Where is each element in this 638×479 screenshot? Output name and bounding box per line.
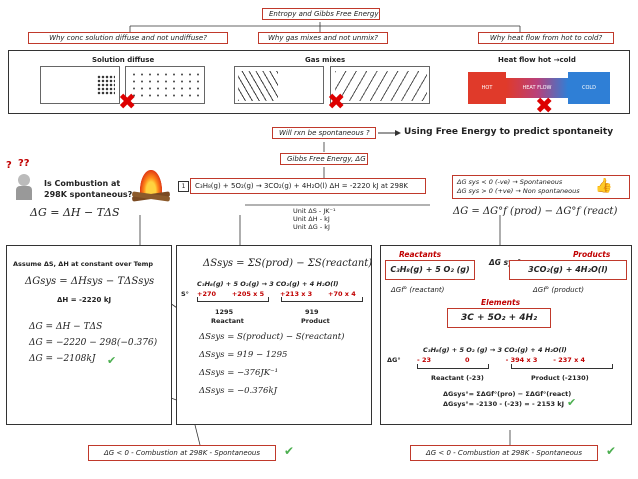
confused-person-icon: ? ?? <box>6 158 40 200</box>
panel-label-heat: Heat flow hot →cold <box>498 56 576 64</box>
gibbs-equation: ΔG = ΔH − TΔS <box>30 206 120 219</box>
spontaneous-question: Will rxn be spontaneous ? <box>272 127 376 139</box>
combustion-question: Is Combustion at 298K spontaneous? <box>44 179 133 199</box>
product-total: 919 <box>305 308 319 316</box>
check-icon-left: ✔ <box>107 354 117 367</box>
assumption-text: Assume ΔS, ΔH at constant over Temp <box>13 260 154 268</box>
reaction-number-badge: 1 <box>178 181 189 192</box>
check-icon-right-box: ✔ <box>567 396 577 409</box>
product-label: Product <box>301 317 330 325</box>
entropy-s-label: S° <box>181 290 189 298</box>
reactants-heading: Reactants <box>399 250 442 259</box>
entropy-values: +270 +205 x 5 +213 x 3 +70 x 4 <box>197 290 356 298</box>
heat-flow-image: HOT HEAT FLOW COLD <box>460 66 618 110</box>
using-free-energy-heading: Using Free Energy to predict spontaneity <box>404 127 614 137</box>
question-gas: Why gas mixes and not unmix? <box>258 32 388 44</box>
gibbs-sum-result: ΔGsys°= -2130 - (-23) = - 2153 kJ <box>443 400 565 408</box>
gas-image-after <box>330 66 430 104</box>
diffusion-image-after <box>125 66 205 104</box>
thumbs-up-icon: 👍 <box>595 178 613 194</box>
delta-g-zero-label: ΔG° <box>387 356 401 364</box>
left-line-3: ΔG = −2108kJ <box>29 354 96 364</box>
panel-label-gas: Gas mixes <box>305 56 346 64</box>
panel-label-diffuse: Solution diffuse <box>92 56 155 64</box>
gf-product-label: ΔGf° (product) <box>533 286 584 294</box>
delta-g-sys-label: ΔG sys° <box>489 258 522 267</box>
cross-icon-diffuse: ✖ <box>118 90 137 115</box>
question-heat: Why heat flow from hot to cold? <box>478 32 614 44</box>
products-heading: Products <box>573 250 611 259</box>
products-formula: 3CO₂(g) + 4H₂O(l) <box>509 260 627 280</box>
elements-heading: Elements <box>481 298 521 307</box>
left-line-1: ΔG = ΔH − TΔS <box>29 322 103 332</box>
page-title: Entropy and Gibbs Free Energy <box>262 8 380 20</box>
gibbs-heading: Gibbs Free Energy, ΔG <box>280 153 368 165</box>
entropy-reaction: C₃H₈(g) + 5 O₂(g) → 3 CO₂(g) + 4 H₂O(l) <box>197 280 339 288</box>
formation-reaction: C₃H₈(g) + 5 O₂ (g) → 3 CO₂(g) + 4 H₂O(l) <box>423 346 567 354</box>
left-eq-sys: ΔGsys = ΔHsys − TΔSsys <box>25 276 155 287</box>
cross-icon-gas: ✖ <box>327 90 346 115</box>
reactant-label: Reactant <box>211 317 244 325</box>
units-list: Unit ΔS - JK⁻¹ Unit ΔH - kJ Unit ΔG - kJ <box>293 207 336 231</box>
campfire-icon <box>128 168 174 202</box>
conclusion-left: ΔG < 0 - Combustion at 298K - Spontaneou… <box>88 445 276 461</box>
reactants-formula: C₃H₈(g) + 5 O₂ (g) <box>385 260 475 280</box>
reactant-total: 1295 <box>215 308 234 316</box>
diffusion-image-before <box>40 66 120 104</box>
entropy-line-4: ΔSsys = −0.376kJ <box>199 386 278 396</box>
formation-values: - 23 0 - 394 x 3 - 237 x 4 <box>417 356 586 364</box>
reaction-equation: C₃H₈(g) + 5O₂(g) → 3CO₂(g) + 4H₂O(l) ΔH … <box>190 178 426 194</box>
elements-formula: 3C + 5O₂ + 4H₂ <box>447 308 551 328</box>
gf-reactant-label: ΔGf° (reactant) <box>391 286 445 294</box>
delta-h-value: ΔH = -2220 kJ <box>57 296 112 304</box>
gibbs-sum-formula: ΔGsys°= ΣΔGf°(pro) − ΣΔGf°(react) <box>443 390 572 398</box>
reactant-sum: Reactant (-23) <box>431 374 484 382</box>
entropy-line-3: ΔSsys = −376JK⁻¹ <box>199 368 279 378</box>
check-icon-conclusion-right: ✔ <box>606 444 617 458</box>
entropy-calculation-box: ΔSsys = ΣS(prod) − ΣS(reactant) C₃H₈(g) … <box>176 245 372 425</box>
left-calculation-box: Assume ΔS, ΔH at constant over Temp ΔGsy… <box>6 245 172 425</box>
spontaneity-rules: ΔG sys < 0 (-ve) → Spontaneous ΔG sys > … <box>452 175 630 199</box>
entropy-equation: ΔSsys = ΣS(prod) − ΣS(reactant) <box>203 258 373 269</box>
cross-icon-heat: ✖ <box>535 94 554 119</box>
question-diffuse: Why conc solution diffuse and not undiff… <box>28 32 228 44</box>
check-icon-conclusion-left: ✔ <box>284 444 295 458</box>
entropy-line-2: ΔSsys = 919 − 1295 <box>199 350 288 360</box>
gas-image-before <box>234 66 324 104</box>
free-energy-formation-box: Reactants Products ΔG sys° C₃H₈(g) + 5 O… <box>380 245 632 425</box>
entropy-line-1: ΔSsys = S(product) − S(reactant) <box>199 332 345 342</box>
left-line-2: ΔG = −2220 − 298(−0.376) <box>29 338 158 348</box>
formation-equation: ΔG = ΔG°f (prod) − ΔG°f (react) <box>453 206 618 217</box>
product-sum: Product (-2130) <box>531 374 589 382</box>
conclusion-right: ΔG < 0 - Combustion at 298K - Spontaneou… <box>410 445 598 461</box>
